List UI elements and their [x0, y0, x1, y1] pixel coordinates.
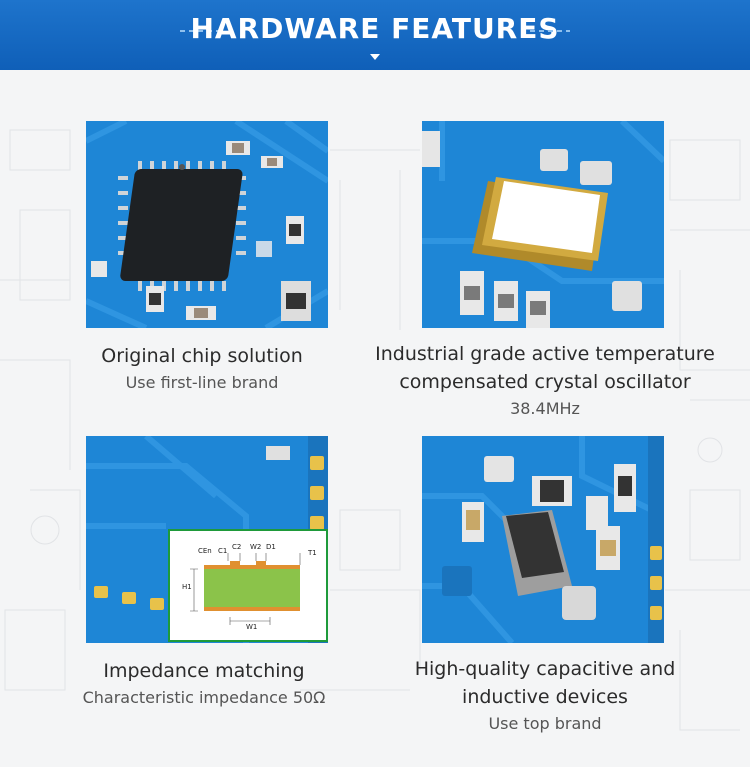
- label-t1: T1: [308, 549, 317, 557]
- chip-illustration: [86, 121, 328, 328]
- feature-crystal-caption: Industrial grade active temperature comp…: [372, 340, 718, 422]
- feature-crystal-subtitle: 38.4MHz: [510, 399, 580, 418]
- page-title: HARDWARE FEATURES: [190, 12, 560, 45]
- feature-impedance-caption: Impedance matching Characteristic impeda…: [66, 657, 342, 711]
- header-dash-right: [530, 30, 570, 32]
- label-w2: W2: [250, 543, 262, 551]
- feature-components-caption: High-quality capacitive and inductive de…: [380, 655, 710, 737]
- label-w1: W1: [246, 623, 258, 631]
- blueprint-background: [0, 129, 750, 731]
- label-cen: CEn: [198, 547, 212, 555]
- feature-crystal-title-line1: Industrial grade active temperature: [375, 343, 715, 365]
- header-arrow-icon: [370, 54, 380, 60]
- feature-components-subtitle: Use top brand: [488, 714, 602, 733]
- feature-impedance-title: Impedance matching: [103, 660, 305, 682]
- feature-components-title-line2: inductive devices: [462, 686, 628, 708]
- chip-image: [86, 121, 328, 328]
- feature-components-title-line1: High-quality capacitive and: [414, 658, 676, 680]
- label-c2: C2: [232, 543, 242, 551]
- header-banner: HARDWARE FEATURES: [0, 0, 750, 70]
- header-dash-left: [180, 30, 220, 32]
- crystal-illustration: [422, 121, 664, 328]
- impedance-diagram: CEn C1 C2 W2 D1 T1 H1 W1: [168, 529, 328, 642]
- label-h1: H1: [182, 583, 192, 591]
- crystal-oscillator-image: [422, 121, 664, 328]
- label-c1: C1: [218, 547, 228, 555]
- feature-chip-subtitle: Use first-line brand: [125, 373, 279, 392]
- feature-chip-title: Original chip solution: [101, 345, 303, 367]
- feature-impedance-subtitle: Characteristic impedance 50Ω: [82, 688, 326, 707]
- feature-chip-caption: Original chip solution Use first-line br…: [86, 342, 318, 396]
- capacitor-inductor-image: [422, 436, 664, 643]
- components-illustration: [422, 436, 664, 643]
- label-d1: D1: [266, 543, 276, 551]
- feature-crystal-title-line2: compensated crystal oscillator: [399, 371, 691, 393]
- impedance-stackup-diagram: [190, 553, 301, 625]
